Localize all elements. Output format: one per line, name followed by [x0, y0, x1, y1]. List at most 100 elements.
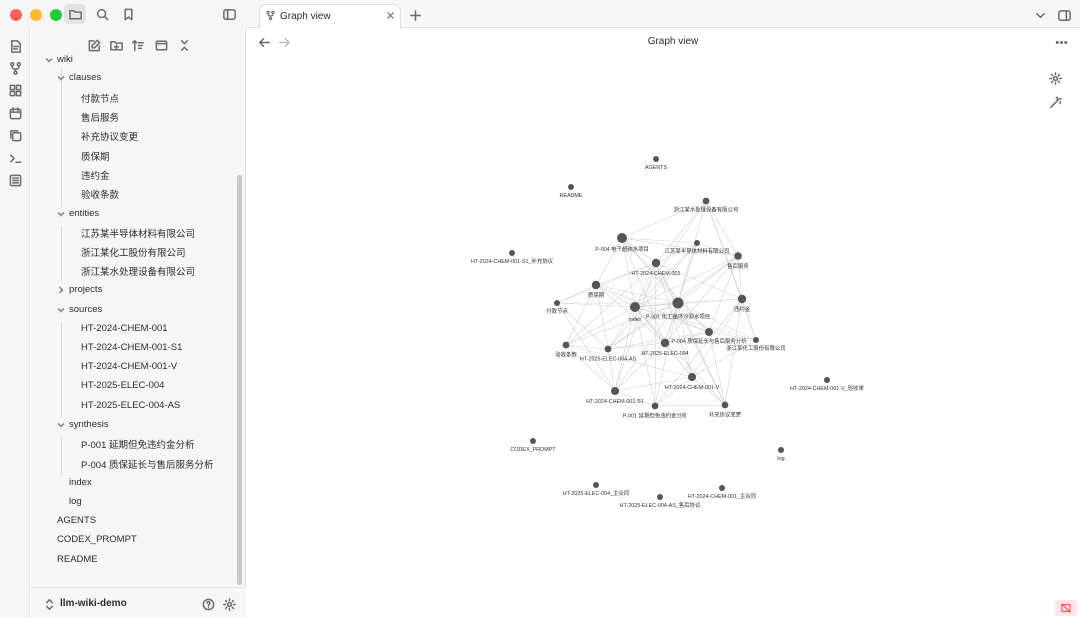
- graph-node[interactable]: 验收条款: [555, 341, 577, 359]
- tree-folder-sources[interactable]: sources: [57, 300, 102, 319]
- graph-node-dot[interactable]: [593, 482, 599, 488]
- graph-node[interactable]: P-004 质保延长与售后服务分析: [671, 328, 747, 345]
- sidebar-scrollbar[interactable]: [237, 175, 242, 585]
- new-folder-button[interactable]: [106, 35, 126, 55]
- help-button[interactable]: [198, 594, 218, 614]
- graph-node-dot[interactable]: [734, 252, 742, 260]
- tab-graph-view[interactable]: Graph view: [259, 4, 401, 29]
- tree-folder-clauses[interactable]: clauses: [57, 68, 101, 87]
- graph-node[interactable]: HT-2025-ELEC-004: [641, 338, 689, 357]
- vault-name[interactable]: llm-wiki-demo: [60, 598, 127, 609]
- graph-node-dot[interactable]: [611, 387, 619, 395]
- graph-node[interactable]: P-001 化工循环冷却水项目: [646, 297, 710, 321]
- graph-node[interactable]: 浙江某化工股份有限公司: [726, 337, 786, 352]
- auto-reveal-button[interactable]: [151, 35, 171, 55]
- maximize-window-button[interactable]: [50, 9, 62, 21]
- graph-node[interactable]: AGENTS: [645, 156, 668, 171]
- graph-node-dot[interactable]: [672, 297, 684, 309]
- graph-node[interactable]: HT-2024-CHEM-001-S1: [586, 387, 644, 405]
- daily-note-button[interactable]: [5, 103, 25, 123]
- graph-node[interactable]: CODEX_PROMPT: [510, 438, 556, 453]
- graph-node-dot[interactable]: [653, 156, 659, 162]
- graph-node[interactable]: 违约金: [734, 294, 751, 313]
- graph-node[interactable]: HT-2024-CHEM-001-S1_补充协议: [471, 250, 554, 265]
- bases-button[interactable]: [5, 170, 25, 190]
- sort-button[interactable]: [128, 35, 148, 55]
- tree-file[interactable]: HT-2025-ELEC-004-AS: [81, 400, 181, 411]
- graph-node[interactable]: 售后服务: [727, 252, 749, 270]
- graph-node[interactable]: HT-2024-CHEM-001_主合同: [688, 485, 756, 500]
- tree-file-codex-prompt[interactable]: CODEX_PROMPT: [57, 534, 137, 545]
- toggle-right-sidebar-button[interactable]: [1054, 5, 1074, 25]
- tree-folder-synthesis[interactable]: synthesis: [57, 415, 109, 434]
- tree-file[interactable]: 浙江某化工股份有限公司: [81, 247, 186, 259]
- tree-file[interactable]: 验收条款: [81, 189, 120, 201]
- new-note-button[interactable]: [84, 35, 104, 55]
- command-palette-button[interactable]: [5, 148, 25, 168]
- tree-file[interactable]: HT-2024-CHEM-001-S1: [81, 342, 183, 353]
- graph-node-dot[interactable]: [657, 494, 663, 500]
- graph-node-dot[interactable]: [660, 338, 670, 348]
- graph-node[interactable]: index: [629, 302, 642, 323]
- graph-node[interactable]: HT-2025-ELEC-004_主合同: [563, 482, 630, 497]
- tree-file[interactable]: 浙江某水处理设备有限公司: [81, 266, 196, 278]
- graph-node-dot[interactable]: [719, 485, 725, 491]
- graph-node[interactable]: P-004 电子超纯水项目: [595, 233, 649, 253]
- canvas-button[interactable]: [5, 80, 25, 100]
- graph-node-dot[interactable]: [694, 240, 700, 246]
- graph-node-dot[interactable]: [617, 233, 627, 243]
- tree-folder-entities[interactable]: entities: [57, 204, 99, 223]
- graph-node-dot[interactable]: [554, 300, 560, 306]
- graph-node[interactable]: 付款节点: [546, 300, 568, 315]
- tree-file[interactable]: P-001 延期但免违约金分析: [81, 439, 195, 451]
- tree-file[interactable]: 违约金: [81, 170, 110, 182]
- toggle-sidebar-button[interactable]: [219, 4, 239, 24]
- vault-switcher-button[interactable]: [39, 594, 59, 614]
- graph-node-dot[interactable]: [688, 373, 696, 381]
- tree-file-log[interactable]: log: [69, 496, 82, 507]
- graph-node[interactable]: HT-2024-CHEM-001-V_验收单: [790, 377, 864, 392]
- graph-node[interactable]: HT-2025-ELEC-004-AS_售后协议: [620, 494, 701, 509]
- graph-node[interactable]: 浙江某水处理设备有限公司: [674, 197, 739, 214]
- graph-node[interactable]: 质保期: [588, 280, 604, 299]
- files-tab-button[interactable]: [64, 4, 86, 24]
- new-tab-button[interactable]: [405, 5, 425, 25]
- graph-node-dot[interactable]: [753, 337, 759, 343]
- graph-node[interactable]: 补充协议变更: [709, 401, 742, 419]
- graph-node-dot[interactable]: [824, 377, 830, 383]
- settings-button[interactable]: [219, 594, 239, 614]
- tree-file[interactable]: 江苏某半导体材料有限公司: [81, 228, 196, 240]
- graph-node[interactable]: log: [777, 447, 785, 462]
- tab-list-button[interactable]: [1030, 5, 1050, 25]
- bookmarks-tab-button[interactable]: [118, 4, 138, 24]
- tree-file[interactable]: HT-2024-CHEM-001-V: [81, 361, 178, 372]
- graph-view-ribbon-button[interactable]: [5, 58, 25, 78]
- templates-button[interactable]: [5, 125, 25, 145]
- tree-file-agents[interactable]: AGENTS: [57, 515, 97, 526]
- collapse-all-button[interactable]: [174, 35, 194, 55]
- graph-node-dot[interactable]: [509, 250, 515, 256]
- graph-node[interactable]: README: [559, 184, 583, 199]
- tree-folder-wiki[interactable]: wiki: [45, 52, 73, 69]
- forward-button[interactable]: [274, 32, 294, 52]
- graph-node-dot[interactable]: [562, 341, 570, 349]
- graph-node[interactable]: HT-2024-CHEM-001-V: [665, 373, 720, 391]
- graph-node-dot[interactable]: [568, 184, 574, 190]
- search-tab-button[interactable]: [92, 4, 112, 24]
- graph-node-dot[interactable]: [591, 280, 601, 290]
- tree-file[interactable]: HT-2025-ELEC-004: [81, 380, 165, 391]
- graph-node[interactable]: HT-2025-ELEC-004-AS: [580, 345, 637, 363]
- close-window-button[interactable]: [10, 9, 22, 21]
- tree-file[interactable]: 付款节点: [81, 93, 120, 105]
- tree-file[interactable]: P-004 质保延长与售后服务分析: [81, 459, 214, 471]
- graph-node-dot[interactable]: [651, 402, 659, 410]
- graph-node-dot[interactable]: [702, 197, 710, 205]
- graph-node[interactable]: P-001 延期但免违约金分析: [623, 402, 688, 420]
- tree-file[interactable]: 补充协议变更: [81, 131, 139, 143]
- graph-node-dot[interactable]: [604, 345, 612, 353]
- graph-node-dot[interactable]: [778, 447, 784, 453]
- open-note-button[interactable]: [5, 36, 25, 56]
- back-button[interactable]: [254, 32, 274, 52]
- animate-button[interactable]: [1045, 92, 1065, 112]
